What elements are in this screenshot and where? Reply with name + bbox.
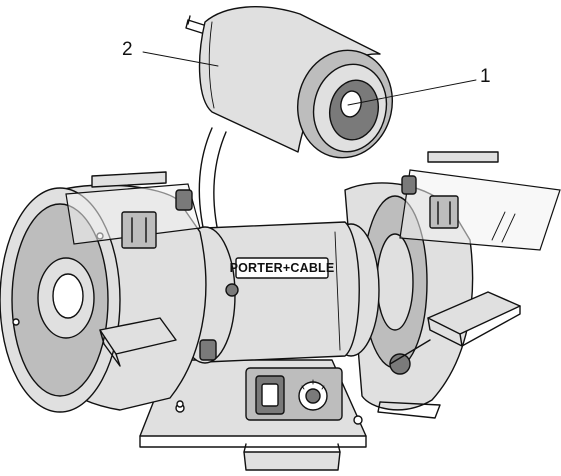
left-tool-rest (99, 283, 239, 367)
speed-dial (298, 379, 328, 411)
callout-2-leader (142, 51, 219, 67)
right-tool-rest (389, 291, 521, 375)
callout-1-leader (347, 79, 477, 106)
callout-1: 1 (347, 66, 491, 106)
callout-2-label: 2 (122, 39, 133, 60)
callout-2: 2 (122, 39, 219, 67)
brand-label: PORTER+CABLE (230, 261, 335, 275)
right-eye-shield (399, 151, 561, 251)
callout-1-label: 1 (480, 66, 491, 87)
lamp-arm (198, 127, 227, 233)
grinder-base (139, 359, 367, 471)
right-rest-knob (389, 353, 411, 375)
lamp-lens (296, 49, 394, 159)
left-eye-shield (65, 171, 201, 249)
coolant-tray (243, 451, 341, 471)
